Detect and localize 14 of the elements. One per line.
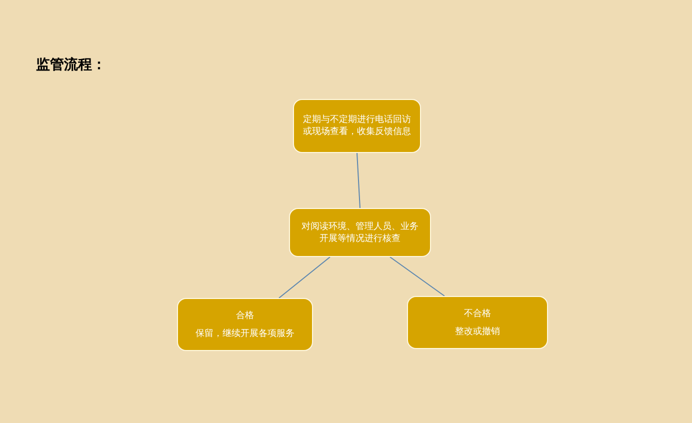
- box-heading: 合格: [236, 310, 254, 322]
- box-text: 对阅读环境、管理人员、业务开展等情况进行核查: [300, 220, 420, 244]
- process-box: [177, 298, 313, 351]
- process-box: [407, 296, 548, 349]
- box-text: 定期与不定期进行电话回访或现场查看，收集反馈信息: [302, 114, 412, 138]
- box-text: 整改或撤销: [455, 326, 500, 338]
- process-box: [289, 208, 431, 257]
- connector-line: [390, 256, 445, 296]
- box-heading: 不合格: [464, 308, 491, 320]
- process-box: [293, 99, 421, 153]
- title: 监管流程：: [36, 56, 106, 74]
- connector-line: [356, 152, 360, 208]
- box-text: 保留，继续开展各项服务: [196, 328, 294, 340]
- connector-line: [278, 256, 330, 298]
